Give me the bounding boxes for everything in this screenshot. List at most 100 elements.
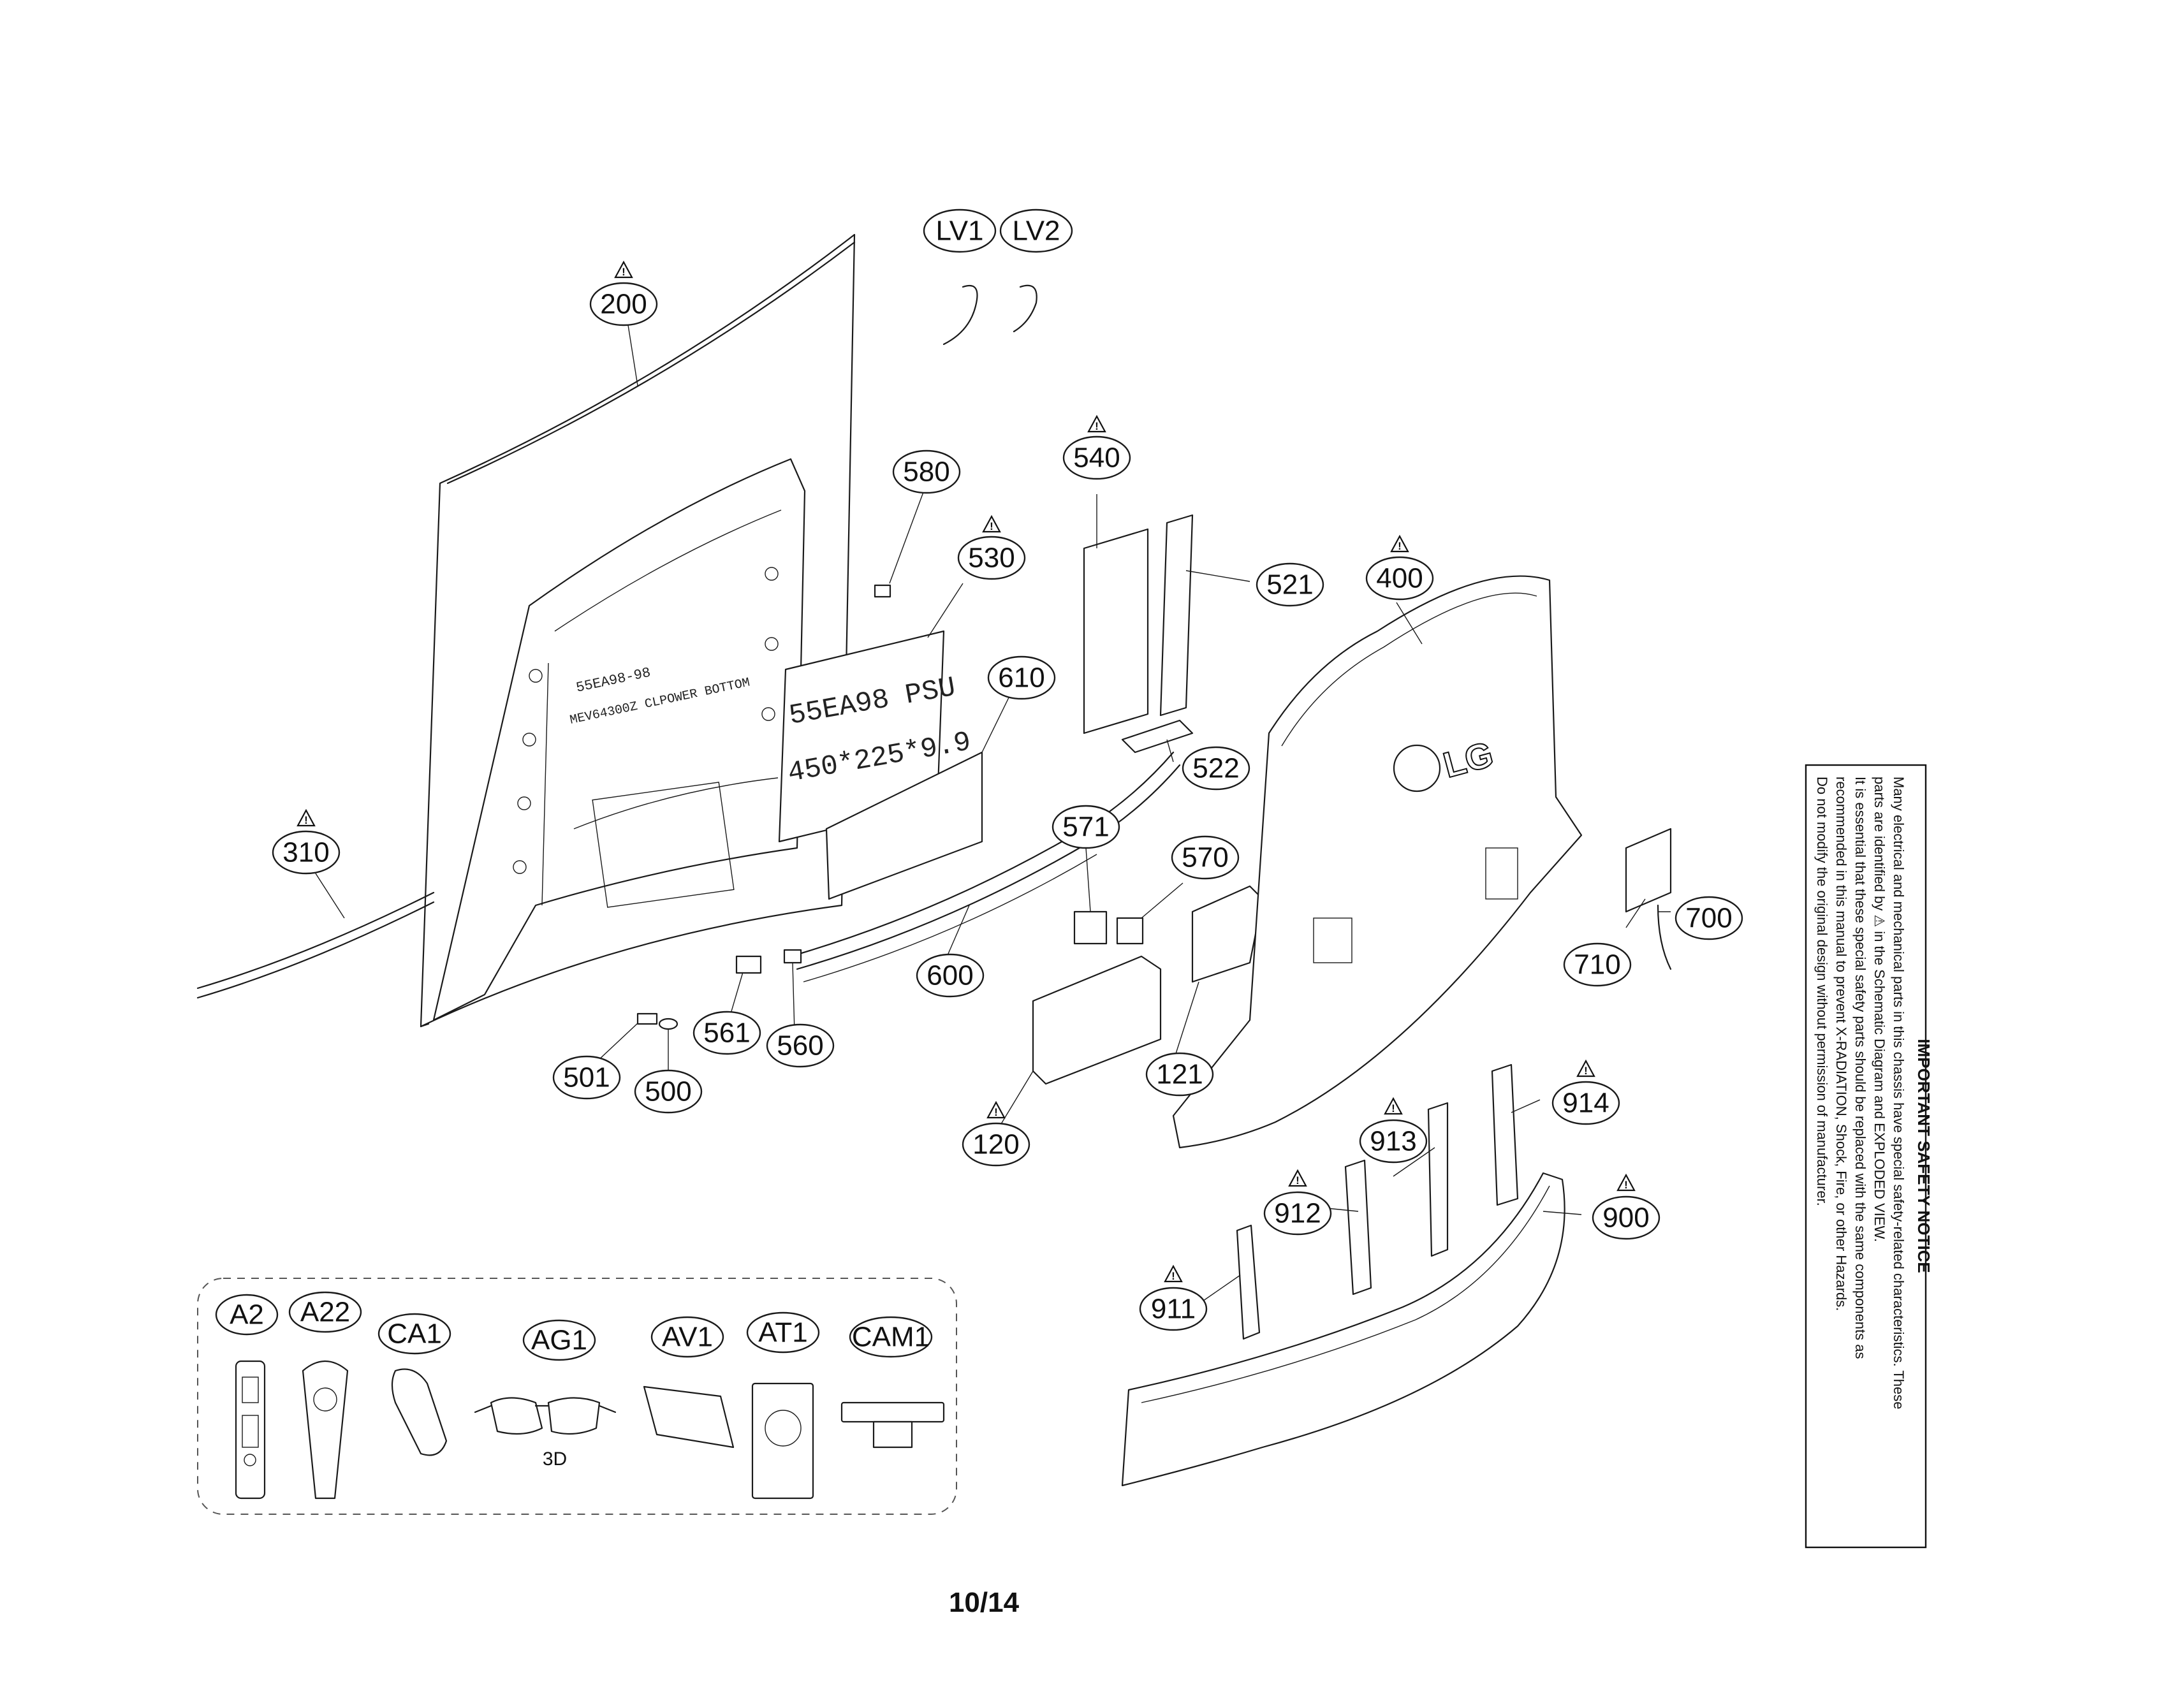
callout-580-label: 580: [903, 456, 949, 488]
ag1-3d-glasses-icon: [474, 1397, 617, 1435]
callout-a22-label: A22: [300, 1297, 350, 1328]
callout-700-label: 700: [1685, 903, 1732, 934]
callout-lv2: LV2: [999, 208, 1073, 253]
svg-text:!: !: [990, 520, 993, 532]
warning-symbols: ! ! ! ! ! ! ! ! ! ! !: [297, 260, 1636, 1283]
callout-912: 912: [1263, 1191, 1332, 1236]
part-900-stand-base: [1121, 1172, 1565, 1487]
callout-914-label: 914: [1562, 1088, 1609, 1119]
callout-200-label: 200: [600, 289, 647, 320]
callout-a2-label: A2: [230, 1299, 264, 1331]
callout-560: 560: [766, 1023, 835, 1068]
callout-912-label: 912: [1274, 1198, 1321, 1229]
callout-120: 120: [962, 1122, 1030, 1167]
callout-ag1-label: AG1: [531, 1325, 587, 1356]
part-560: [783, 949, 802, 964]
svg-text:!: !: [1584, 1065, 1588, 1077]
part-521-bar: [1159, 514, 1194, 717]
part-700-cable: [1657, 904, 1672, 970]
part-911-leg: [1236, 1224, 1261, 1340]
warning-icon: !: [982, 515, 1001, 533]
callout-521-label: 521: [1266, 569, 1313, 601]
svg-text:!: !: [1171, 1270, 1175, 1282]
callout-121-label: 121: [1156, 1059, 1203, 1090]
callout-561-label: 561: [703, 1018, 750, 1049]
callout-group: 200 LV1 LV2 580 540 530 521 400 610 522 …: [215, 208, 1743, 1361]
callout-580: 580: [892, 449, 961, 494]
accessories-box: 3D: [197, 1278, 957, 1515]
callout-571-label: 571: [1062, 812, 1109, 843]
part-561: [735, 955, 762, 974]
callout-av1-label: AV1: [662, 1322, 713, 1353]
a2-remote-icon: [235, 1360, 266, 1500]
callout-400-label: 400: [1376, 563, 1423, 594]
callout-501: 501: [552, 1055, 621, 1100]
av1-adapter-icon: [643, 1385, 735, 1449]
callout-cam1-label: CAM1: [852, 1322, 930, 1353]
part-610-bracket: [825, 751, 983, 900]
part-400-back-cover: [1172, 575, 1583, 1149]
callout-lv1: LV1: [923, 208, 997, 253]
svg-text:!: !: [1624, 1179, 1628, 1191]
callout-310-label: 310: [282, 837, 329, 868]
callout-900: 900: [1592, 1195, 1660, 1240]
callout-600: 600: [916, 953, 985, 998]
part-570: [1116, 917, 1144, 945]
callout-lv2-label: LV2: [1012, 215, 1060, 247]
callout-914: 914: [1551, 1081, 1620, 1125]
part-frame: [432, 458, 806, 1021]
callout-at1: AT1: [746, 1311, 820, 1354]
callout-571: 571: [1052, 805, 1120, 849]
callout-ag1: AG1: [522, 1319, 596, 1361]
callout-121: 121: [1145, 1052, 1214, 1097]
warning-icon: !: [614, 260, 633, 279]
warning-icon: !: [1384, 1097, 1403, 1115]
callout-560-label: 560: [777, 1030, 823, 1062]
callout-521: 521: [1256, 562, 1324, 607]
safety-notice-line-1: Many electrical and mechanical parts in …: [1891, 777, 1907, 1410]
callout-911-label: 911: [1151, 1294, 1196, 1325]
callout-522-label: 522: [1192, 753, 1239, 784]
part-914-leg: [1491, 1063, 1519, 1206]
safety-notice-heading: IMPORTANT SAFETY NOTICE: [1914, 1039, 1933, 1273]
safety-notice: [1805, 764, 1927, 1549]
warning-icon: !: [1616, 1173, 1636, 1192]
callout-570: 570: [1171, 835, 1240, 880]
callout-av1: AV1: [650, 1316, 724, 1358]
svg-text:!: !: [1398, 540, 1402, 552]
callout-ca1-label: CA1: [387, 1318, 442, 1350]
safety-notice-line-3: It is essential that these special safet…: [1852, 777, 1868, 1359]
callout-913: 913: [1359, 1119, 1428, 1164]
part-120-speaker: [1032, 955, 1162, 1085]
callout-200: 200: [589, 282, 658, 326]
callout-120-label: 120: [972, 1129, 1019, 1160]
part-310-strip: [196, 891, 435, 989]
svg-text:!: !: [304, 814, 308, 826]
svg-text:!: !: [622, 266, 626, 278]
callout-610: 610: [987, 655, 1056, 700]
part-lv2-screw: [1013, 284, 1037, 333]
part-522-bracket: [1121, 719, 1194, 754]
warning-icon: !: [986, 1100, 1006, 1119]
callout-530: 530: [957, 536, 1026, 580]
callout-700: 700: [1675, 896, 1743, 940]
callout-900-label: 900: [1602, 1202, 1649, 1234]
safety-notice-line-2: parts are identified by ⚠ in the Schemat…: [1872, 777, 1887, 1242]
warning-icon: !: [1164, 1264, 1183, 1283]
callout-lv1-label: LV1: [935, 215, 983, 247]
callout-911: 911: [1139, 1287, 1208, 1331]
a22-magic-remote-icon: [302, 1360, 349, 1500]
safety-notice-line-4: recommended in this manual to prevent X-…: [1833, 777, 1849, 1311]
svg-text:!: !: [994, 1106, 998, 1118]
callout-530-label: 530: [968, 543, 1015, 574]
callout-at1-label: AT1: [758, 1317, 807, 1348]
part-501: [636, 1012, 658, 1025]
part-121-speaker: [1191, 885, 1264, 983]
callout-a22: A22: [288, 1291, 362, 1333]
callout-540-label: 540: [1073, 442, 1120, 474]
callout-cam1: CAM1: [849, 1316, 933, 1358]
callout-522: 522: [1182, 746, 1250, 791]
callout-500: 500: [634, 1069, 703, 1114]
callout-570-label: 570: [1182, 842, 1228, 873]
